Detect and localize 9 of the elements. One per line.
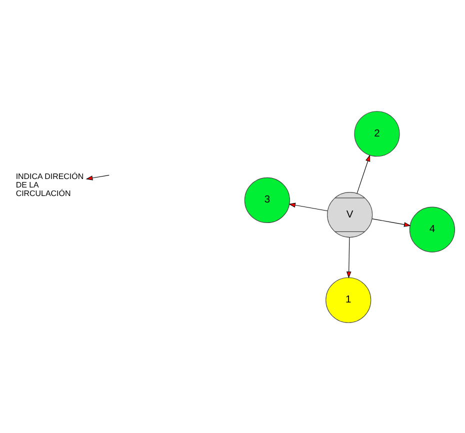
node-circle: 2 [354, 110, 400, 156]
node-circle: 1 [325, 276, 371, 322]
node-circle: V [326, 192, 372, 238]
arrow [346, 236, 351, 278]
node-circle: 3 [244, 176, 290, 222]
arrow [356, 154, 370, 194]
arrow [371, 218, 410, 226]
arrow [288, 202, 328, 211]
node-circle: 4 [408, 206, 454, 252]
